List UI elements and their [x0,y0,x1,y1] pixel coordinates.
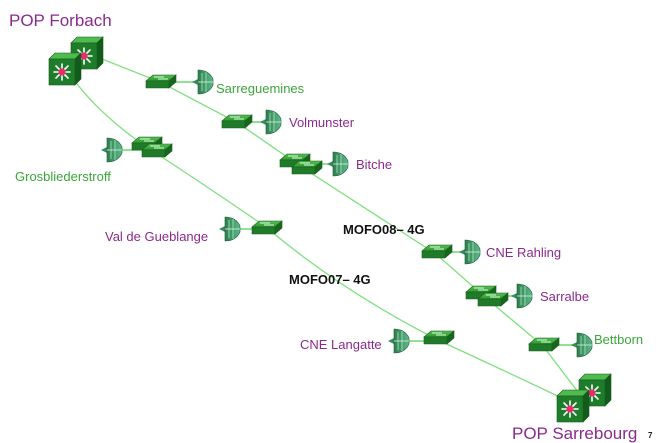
site-label-bitche: Bitche [356,157,393,172]
cne-rahling-switch-icon[interactable] [421,244,453,259]
site-label-cne-langatte: CNE Langatte [300,337,382,352]
cne-langatte-switch-icon[interactable] [423,330,455,345]
site-label-sarreguemines: Sarreguemines [216,81,305,96]
volmunster-switch-icon[interactable] [221,114,253,129]
pop-forbach-label: POP Forbach [9,11,112,30]
sarreguemines-switch-icon[interactable] [145,74,177,89]
cne-langatte-radio-icon[interactable] [387,328,410,354]
pop-forbach-router-icon[interactable] [48,52,82,86]
route-mofo08-link [91,54,579,393]
pop-sarrebourg-router-icon[interactable] [556,389,590,423]
bettborn-switch-icon[interactable] [528,337,560,352]
slide-number: 7 [648,431,653,440]
grosbliederstroff-radio-icon[interactable] [100,137,123,163]
sarreguemines-radio-icon[interactable] [191,69,214,95]
grosbliederstroff-switch-icon[interactable] [141,143,173,158]
site-label-sarralbe: Sarralbe [540,289,590,304]
cne-rahling-radio-icon[interactable] [458,239,481,265]
sarralbe-switch-icon[interactable] [477,292,509,307]
val-de-gueblange-radio-icon[interactable] [218,216,241,242]
bitche-radio-icon[interactable] [326,151,349,177]
pop-sarrebourg-label: POP Sarrebourg [512,424,638,443]
route-mofo07-link [73,79,567,401]
bitche-switch-icon[interactable] [291,160,323,175]
site-label-volmunster: Volmunster [289,115,355,130]
site-label-val-de-gueblange: Val de Gueblange [105,229,209,244]
bettborn-radio-icon[interactable] [570,332,593,358]
sarralbe-radio-icon[interactable] [510,283,533,309]
route-label-mofo07: MOFO07– 4G [289,272,371,287]
site-label-grosbliederstroff: Grosbliederstroff [15,169,111,184]
site-label-cne-rahling: CNE Rahling [486,245,562,260]
volmunster-radio-icon[interactable] [259,109,282,135]
val-de-gueblange-switch-icon[interactable] [251,220,283,235]
route-label-mofo08: MOFO08– 4G [343,222,425,237]
site-label-bettborn: Bettborn [594,332,644,347]
